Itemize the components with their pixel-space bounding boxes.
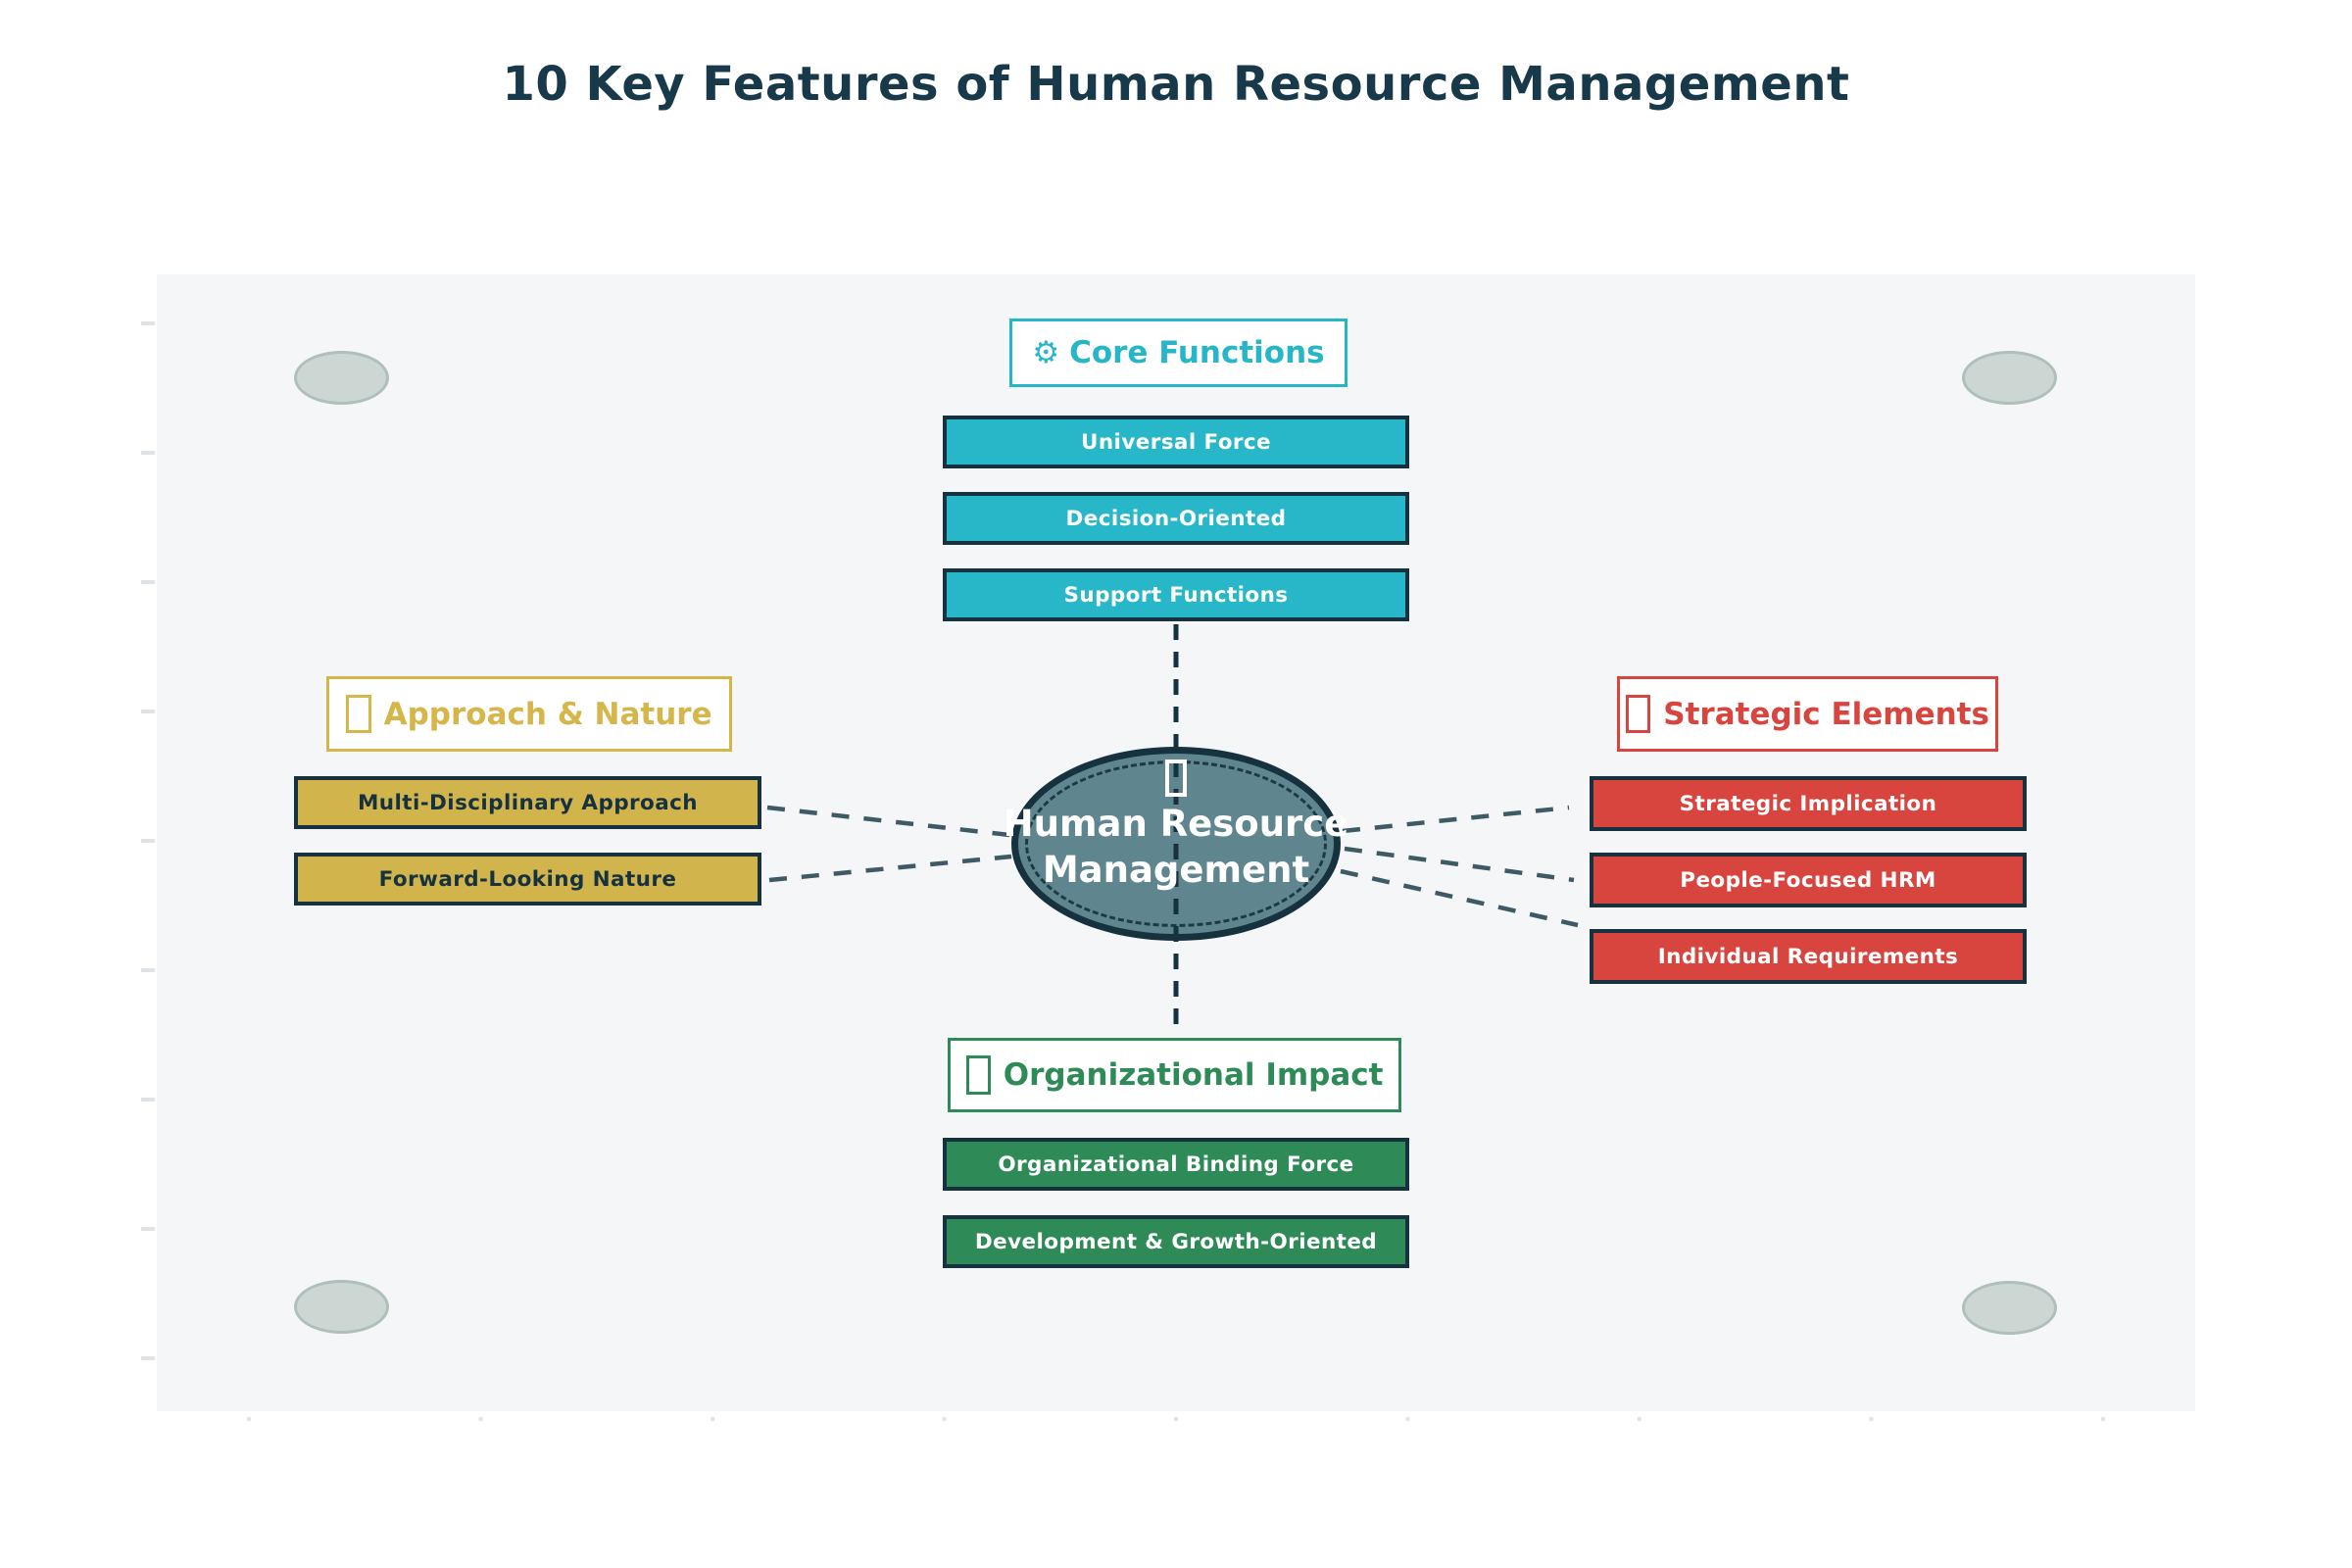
group-header-strategic-elements: Strategic Elements [1617, 676, 1998, 752]
feature-box: Individual Requirements [1590, 929, 2027, 984]
axis-ticks-left [141, 321, 155, 1364]
group-header-organizational-impact: Organizational Impact [948, 1038, 1401, 1112]
missing-glyph-icon [965, 1055, 991, 1095]
missing-glyph-icon [346, 694, 371, 734]
decorative-ellipse [1962, 1281, 2057, 1335]
group-header-core-functions: ⚙ Core Functions [1009, 318, 1348, 387]
center-node: Human Resource Management [992, 760, 1360, 936]
feature-box: Decision-Oriented [943, 492, 1409, 545]
feature-box: Forward-Looking Nature [294, 853, 761, 906]
feature-box: Universal Force [943, 416, 1409, 468]
group-header-approach-nature: Approach & Nature [326, 676, 732, 752]
missing-glyph-icon [1626, 694, 1651, 734]
feature-box: People-Focused HRM [1590, 853, 2027, 907]
decorative-ellipse [1962, 351, 2057, 405]
feature-box: Organizational Binding Force [943, 1138, 1409, 1191]
group-title: Strategic Elements [1663, 696, 1989, 732]
decorative-ellipse [294, 351, 389, 405]
group-title: Approach & Nature [383, 696, 712, 732]
group-title: Core Functions [1069, 335, 1325, 370]
group-title: Organizational Impact [1003, 1057, 1384, 1093]
decorative-ellipse [294, 1280, 389, 1334]
axis-ticks-bottom [247, 1417, 2109, 1421]
feature-box: Strategic Implication [1590, 776, 2027, 831]
diagram-title: 10 Key Features of Human Resource Manage… [502, 57, 1850, 112]
feature-box: Development & Growth-Oriented [943, 1215, 1409, 1268]
missing-glyph-icon [1165, 760, 1187, 797]
center-node-label: Human Resource Management [1003, 803, 1349, 892]
feature-box: Multi-Disciplinary Approach [294, 776, 761, 829]
gear-icon: ⚙ [1032, 335, 1060, 370]
feature-box: Support Functions [943, 568, 1409, 621]
